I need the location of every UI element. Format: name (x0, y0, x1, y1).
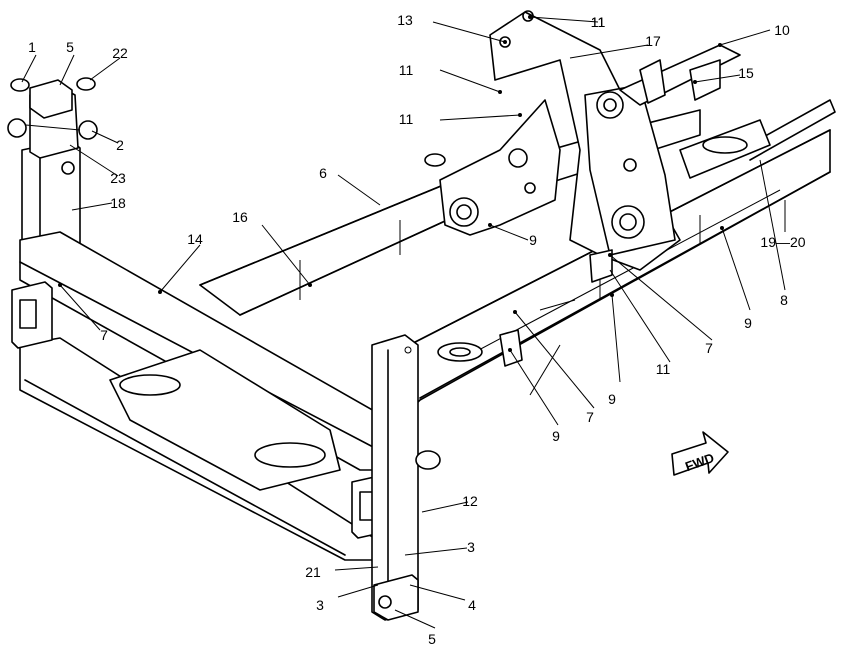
callout-label: 5 (428, 631, 436, 647)
callout-label: 18 (110, 195, 126, 211)
callout-label: 9 (529, 232, 537, 248)
callout-label: 4 (468, 597, 476, 613)
forward-arrow-indicator: FWD (671, 431, 729, 476)
callout-label: 16 (232, 209, 248, 225)
callout-label: 7 (586, 409, 594, 425)
callout-label: 11 (591, 14, 606, 30)
callout-label: 19—20 (760, 234, 805, 250)
callout-label: 12 (462, 493, 478, 509)
callout-label: 7 (100, 327, 108, 343)
callout-label: 6 (319, 165, 327, 181)
callout-label: 11 (656, 361, 671, 377)
left-post-cap (7, 77, 98, 140)
leader-dots (58, 15, 724, 352)
callout-label: 13 (397, 12, 413, 28)
callout-label: 9 (608, 391, 616, 407)
callout-label: 3 (316, 597, 324, 613)
callout-label: 9 (744, 315, 752, 331)
callout-label: 8 (780, 292, 788, 308)
callout-label: 11 (399, 111, 414, 127)
callout-label: 1 (28, 39, 36, 55)
callout-label: 3 (467, 539, 475, 555)
callout-label: 21 (305, 564, 321, 580)
callout-label: 11 (591, 14, 606, 30)
callout-label: 15 (738, 65, 754, 81)
center-mount-plate (439, 99, 561, 236)
front-cross-beam (19, 231, 391, 561)
right-upright-post (371, 334, 419, 621)
left-beam-pad (11, 281, 53, 349)
center-hub-mount (415, 153, 613, 470)
callout-label: 2 (116, 137, 124, 153)
callout-label: 7 (705, 340, 713, 356)
leader-lines (21, 16, 786, 629)
callout-label: 9 (552, 428, 560, 444)
callout-label: 5 (66, 39, 74, 55)
callout-label: 23 (110, 170, 126, 186)
callout-label: 11 (399, 62, 414, 78)
callout-label: 17 (645, 33, 661, 49)
callout-label: 10 (774, 22, 790, 38)
rear-mount-tower (489, 10, 681, 271)
callout-label: 22 (112, 45, 128, 61)
callout-label: 14 (187, 231, 203, 247)
